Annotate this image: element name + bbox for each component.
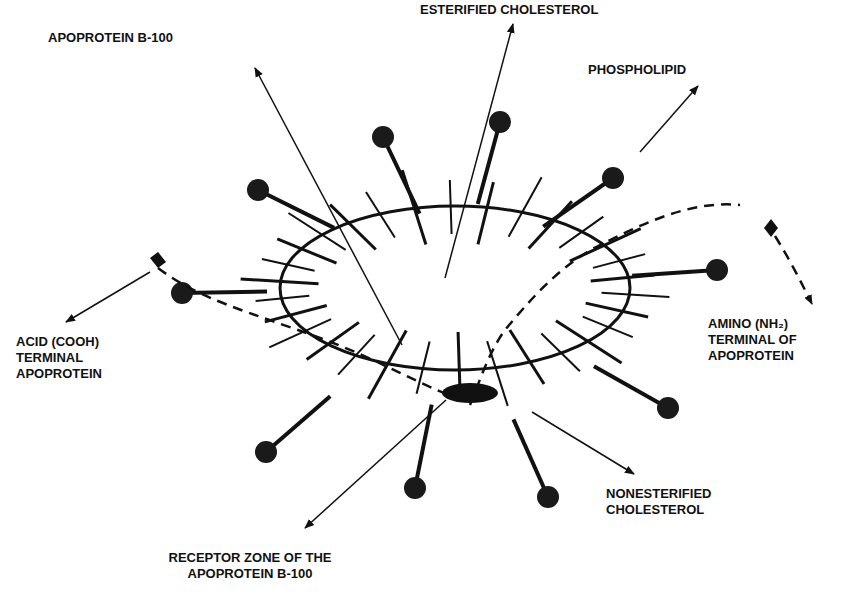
phospholipid-head xyxy=(657,397,679,419)
apoprotein-terminal-marker xyxy=(150,252,166,268)
phospholipid-tail xyxy=(383,137,420,214)
phospholipid-heads xyxy=(171,111,728,508)
phospholipid-head xyxy=(171,282,193,304)
lipid-spoke xyxy=(586,303,648,317)
lipid-spoke xyxy=(509,177,542,236)
phospholipid-tail xyxy=(415,405,432,488)
lipid-spoke xyxy=(265,306,327,322)
phospholipid-head xyxy=(255,441,277,463)
phospholipid-head xyxy=(489,111,511,133)
phospholipid-head xyxy=(404,477,426,499)
receptor-zone xyxy=(442,383,498,403)
phospholipid-tail xyxy=(594,366,668,408)
apoprotein-terminal-marker xyxy=(764,219,778,237)
phospholipid-head xyxy=(537,486,559,508)
lipid-spoke xyxy=(510,330,544,384)
phospholipid-tail xyxy=(543,178,613,227)
lipid-spoke xyxy=(269,319,331,347)
phospholipid-head xyxy=(706,259,728,281)
callout-label: APOPROTEIN B-100 xyxy=(48,30,173,46)
particle-core xyxy=(280,206,630,370)
phospholipid-tail xyxy=(478,122,500,204)
callout-label: ESTERIFIED CHOLESTEROL xyxy=(420,2,598,18)
phospholipid-tail xyxy=(632,270,717,276)
callout-label: ACID (COOH) TERMINAL APOPROTEIN xyxy=(16,334,116,382)
callout-label: PHOSPHOLIPID xyxy=(588,62,686,78)
lipid-spoke xyxy=(601,293,669,297)
callout-label: AMINO (NH₂) TERMINAL OF APOPROTEIN xyxy=(708,316,820,364)
apoprotein-chain xyxy=(158,204,810,405)
phospholipid-head xyxy=(602,167,624,189)
callout-label: RECEPTOR ZONE OF THE APOPROTEIN B-100 xyxy=(140,550,360,582)
callout-label: NONESTERIFIED CHOLESTEROL xyxy=(606,486,736,518)
phospholipid-head xyxy=(247,179,269,201)
phospholipid-head xyxy=(372,126,394,148)
phospholipid-tail xyxy=(513,419,548,497)
phospholipid-tail xyxy=(266,396,330,452)
leader-arrows xyxy=(66,24,812,528)
